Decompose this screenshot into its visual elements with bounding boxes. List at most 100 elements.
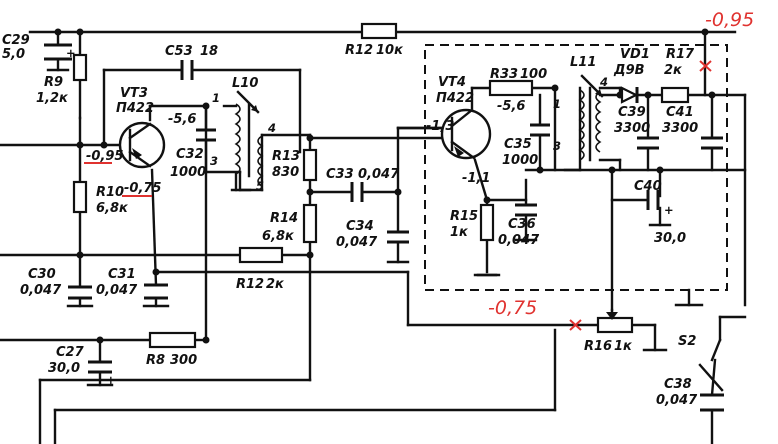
label-r16-ref: R16 (584, 339, 612, 354)
label-r13-val: 830 (272, 165, 299, 180)
resistor-r12-top (360, 22, 398, 40)
label-c33-val: 0,047 (358, 167, 400, 182)
resistors (72, 22, 690, 349)
label-l10-pin5: 5 (256, 179, 264, 193)
svg-text:+: + (664, 203, 674, 217)
label-r17-ref: R17 (666, 47, 695, 62)
resistor-r10 (72, 180, 88, 214)
label-r14-ref: R14 (270, 211, 298, 226)
label-r33-val: 100 (520, 67, 547, 82)
label-r13-ref: R13 (272, 149, 300, 164)
label-l10-ref: L10 (232, 76, 258, 91)
coil-l11 (578, 74, 604, 162)
resistor-r9 (72, 53, 88, 82)
label-r12-mid-val: 2к (266, 277, 285, 292)
label-l10-pin1: 1 (212, 91, 220, 105)
label-r8-ref: R8 (146, 353, 165, 368)
label-c39-ref: C39 (618, 105, 646, 120)
label-r15-ref: R15 (450, 209, 478, 224)
label-vt4-emitter-v: -1,1 (462, 171, 490, 186)
label-vt4-base-v: -1,3 (426, 119, 454, 134)
junction-dots (54, 28, 716, 344)
label-c38-ref: C38 (664, 377, 692, 392)
label-c53-val: 18 (200, 44, 218, 59)
label-c35-val: 1000 (502, 153, 538, 168)
red-marks (84, 60, 712, 331)
label-c29-ref: C29 (2, 33, 30, 48)
capacitors: + + (44, 43, 724, 412)
label-r15-val: 1к (450, 225, 469, 240)
transistor-vt3 (118, 121, 166, 169)
label-c31-ref: C31 (108, 267, 136, 282)
label-r33-ref: R33 (490, 67, 518, 82)
label-c29-val: 5,0 (2, 47, 25, 62)
label-c36-val: 0,047 (498, 233, 540, 248)
r16-wiper-arrow (606, 312, 618, 320)
label-vt3-base-v: -0,95 (86, 149, 123, 164)
label-c38-val: 0,047 (656, 393, 698, 408)
diode-vd1 (620, 86, 639, 104)
label-c36-ref: C36 (508, 217, 536, 232)
label-vt3-ref: VT3 (120, 86, 148, 101)
label-vt3-collector-v: -5,6 (168, 112, 196, 127)
label-c39-val: 3300 (614, 121, 650, 136)
label-c41-val: 3300 (662, 121, 698, 136)
label-c30-ref: C30 (28, 267, 56, 282)
label-c27-val: 30,0 (48, 361, 80, 376)
shield-box (424, 44, 728, 291)
label-vt3-emitter-v: -0,75 (124, 181, 161, 196)
label-c30-val: 0,047 (20, 283, 62, 298)
switch-s2 (698, 338, 724, 392)
label-l10-pin3: 3 (210, 154, 218, 168)
label-c41-ref: C41 (666, 105, 694, 120)
resistor-r33 (488, 79, 534, 97)
label-c35-ref: C35 (504, 137, 532, 152)
labels: C29 5,0 R9 1,2к VT3 П422 -5,6 -0,95 -0,7… (2, 9, 754, 408)
label-l11-pin3: 3 (553, 139, 561, 153)
label-c34-val: 0,047 (336, 235, 378, 250)
label-r14-val: 6,8к (262, 229, 295, 244)
label-r10-val: 6,8к (96, 201, 129, 216)
label-l11-pin1: 1 (553, 97, 561, 111)
resistor-r13 (302, 148, 318, 182)
resistor-r17 (660, 86, 690, 104)
svg-text:+: + (66, 46, 76, 60)
label-c32-ref: C32 (176, 147, 204, 162)
label-l11-ref: L11 (570, 55, 596, 70)
label-c40-ref: C40 (634, 179, 662, 194)
label-c31-val: 0,047 (96, 283, 138, 298)
label-r12-top-ref: R12 (345, 43, 373, 58)
label-vt4-ref: VT4 (438, 75, 466, 90)
label-vd1-ref: VD1 (620, 47, 650, 62)
label-vd1-type: Д9В (613, 63, 645, 78)
label-r16-val: 1к (614, 339, 633, 354)
red-annotation-top-right: -0,95 (705, 9, 754, 31)
svg-text:+: + (106, 373, 116, 387)
label-r17-val: 2к (664, 63, 683, 78)
label-c27-ref: C27 (56, 345, 85, 360)
transistor-vt4 (440, 108, 492, 160)
label-c33-ref: C33 (326, 167, 354, 182)
label-r9-ref: R9 (44, 75, 63, 90)
coil-l10 (234, 90, 264, 192)
label-vt4-collector-v: -5,6 (497, 99, 525, 114)
label-c40-val: 30,0 (654, 231, 686, 246)
label-l11-pin4: 4 (599, 75, 608, 89)
label-r12-top-val: 10к (376, 43, 404, 58)
label-r9-val: 1,2к (36, 91, 69, 106)
resistor-r8 (148, 331, 197, 349)
label-vt3-type: П422 (116, 101, 154, 116)
label-c53-ref: C53 (165, 44, 193, 59)
label-c34-ref: C34 (346, 219, 374, 234)
resistor-r12-mid (238, 246, 284, 264)
label-s2-ref: S2 (678, 334, 696, 349)
resistor-r15 (479, 203, 495, 242)
label-r10-ref: R10 (96, 185, 124, 200)
red-annotation-middle: -0,75 (488, 297, 537, 319)
label-r8-val: 300 (170, 353, 197, 368)
label-c32-val: 1000 (170, 165, 206, 180)
label-vt4-type: П422 (436, 91, 474, 106)
wiring (0, 30, 747, 444)
label-r12-mid-ref: R12 (236, 277, 264, 292)
